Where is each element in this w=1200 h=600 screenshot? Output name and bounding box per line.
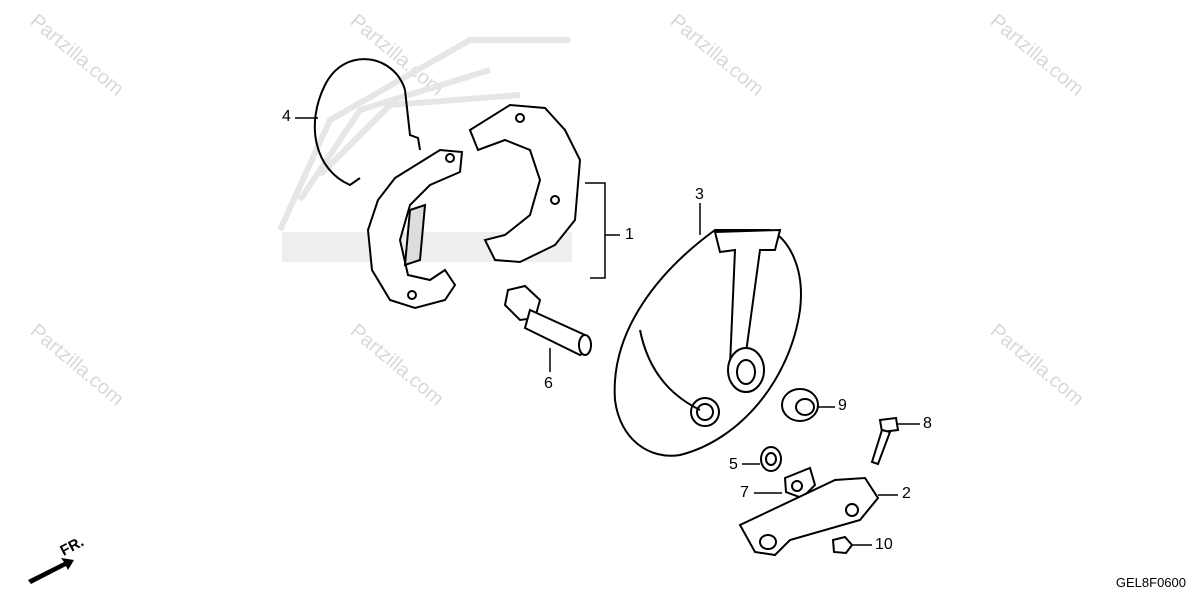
bushing-part <box>781 388 819 422</box>
callout-8: 8 <box>923 415 932 432</box>
bolt-part <box>870 416 900 466</box>
seal-part <box>760 446 782 472</box>
callout-10: 10 <box>875 536 893 553</box>
callout-5: 5 <box>729 456 738 473</box>
spring-ring-part <box>313 58 421 187</box>
callout-9: 9 <box>838 397 847 414</box>
callout-1: 1 <box>625 226 634 243</box>
callout-3: 3 <box>695 186 704 203</box>
callout-6: 6 <box>544 375 553 392</box>
brake-arm-part <box>738 476 880 557</box>
brake-cam-part <box>503 284 592 357</box>
nut-part <box>831 535 854 555</box>
brake-panel-part <box>613 228 802 457</box>
diagram-code: GEL8F0600 <box>1115 575 1186 590</box>
leader-lines <box>295 117 920 546</box>
brake-shoe-front <box>468 103 582 264</box>
indicator-plate-part <box>783 466 817 500</box>
callout-2: 2 <box>902 485 911 502</box>
callout-4: 4 <box>282 108 291 125</box>
front-direction-arrow-icon <box>28 558 74 584</box>
brake-shoe-rear <box>366 148 464 310</box>
callout-7: 7 <box>740 484 749 501</box>
